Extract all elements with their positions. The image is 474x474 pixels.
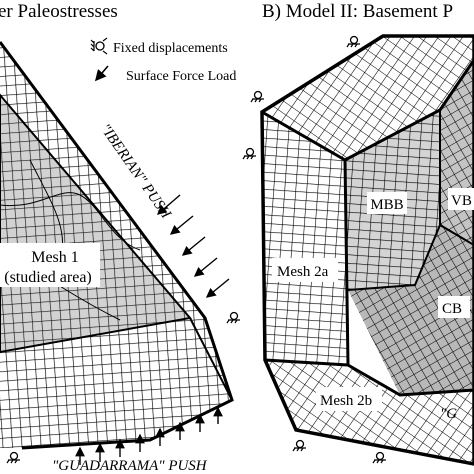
upper-fan-mesh [262,36,474,160]
cb-label-box [438,296,470,318]
mesh-1-label-box [0,243,100,287]
force-arrow-icon [169,215,194,235]
legend: Fixed displacements Surface Force Load [90,37,236,84]
force-arrow-icon [193,257,218,277]
mesh-1-sublabel: (studied area) [4,269,92,286]
fixed-support-icon [6,451,20,464]
mesh-2a [262,112,348,365]
mesh-1-label: Mesh 1 [31,249,79,266]
mesh-2a-label-box [272,258,338,282]
panel-b: B) Model II: Basement P MBB VB CB [242,1,474,466]
cb-label: CB [442,301,462,317]
panel-a: er Paleostresses Mesh 1 (studied area) "… [0,1,240,474]
force-arrow-icon [205,278,230,298]
vb-label-box [448,188,474,210]
force-arrow-icon [156,194,181,215]
legend-fixed-label: Fixed displacements [113,41,228,56]
guadarrama-push-label: "GUADARRAMA" PUSH [52,458,208,474]
force-arrow-icon [94,65,109,82]
mesh-2b-label-box [316,387,382,411]
mbb-label-box [367,192,407,214]
force-arrow-icon [181,236,206,256]
mbb-label: MBB [370,197,403,213]
guadarrama-force-arrows [75,406,223,465]
vb-label: VB [451,193,472,209]
panel-b-title: B) Model II: Basement P [262,1,453,22]
panel-a-title: er Paleostresses [0,1,118,22]
fixed-support-icon [292,439,306,452]
panel-b-bottom-label: "G [440,406,457,422]
fixed-support-icon [226,311,240,324]
iberian-force-arrows [156,194,230,298]
fixed-support-icon [346,35,360,48]
fixed-support-icon [90,37,108,55]
fixed-support-icon [372,451,386,464]
mesh-2b-label: Mesh 2b [320,393,372,409]
fixed-support-icon [242,147,256,160]
legend-load-label: Surface Force Load [126,69,236,84]
mesh-2b [265,360,474,464]
mesh-2a-label: Mesh 2a [277,264,329,280]
fixed-support-icon [250,90,264,103]
